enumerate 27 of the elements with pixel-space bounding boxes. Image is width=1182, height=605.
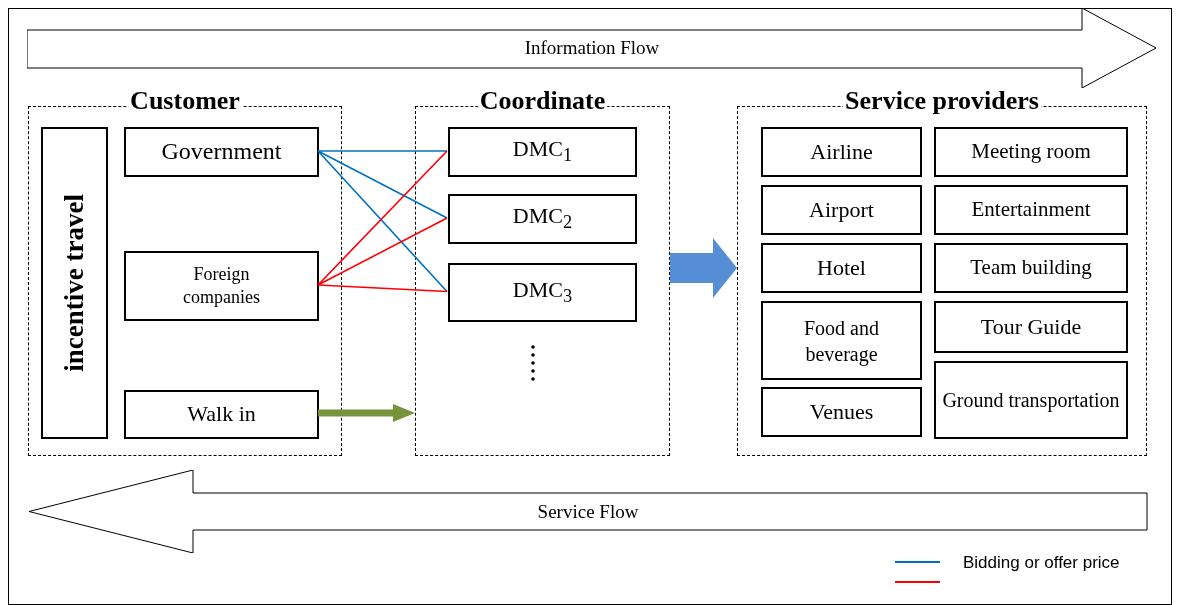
flow-label: Information Flow (524, 37, 660, 59)
process-box: Foreign companies (124, 251, 319, 321)
process-box: DMC$_{2}$ (448, 194, 637, 244)
process-box: Ground transportation (934, 361, 1128, 439)
process-box: Airport (761, 185, 922, 235)
legend-text: Bidding or offer price (963, 553, 1120, 573)
process-box: Airline (761, 127, 922, 177)
arrow (670, 238, 737, 298)
process-box: Food and beverage (761, 301, 922, 380)
process-box: Government (124, 127, 319, 177)
connector-line (317, 284, 448, 293)
vertical-label: incentive travel (57, 194, 90, 372)
process-box: Venues (761, 387, 922, 437)
arrow (318, 404, 415, 422)
process-box: Walk in (124, 390, 319, 439)
process-box: Meeting room (934, 127, 1128, 177)
process-box: Tour Guide (934, 301, 1128, 353)
connector-line (317, 217, 448, 286)
connector-line (317, 150, 448, 152)
connector-line (317, 150, 448, 219)
process-box: Team building (934, 243, 1128, 293)
process-box: DMC$_{3}$ (448, 263, 637, 322)
process-box: Entertainment (934, 185, 1128, 235)
process-box: DMC$_{1}$ (448, 127, 637, 177)
vertical-label-box (41, 127, 108, 439)
flow-label: Service Flow (537, 500, 639, 523)
process-box: Hotel (761, 243, 922, 293)
